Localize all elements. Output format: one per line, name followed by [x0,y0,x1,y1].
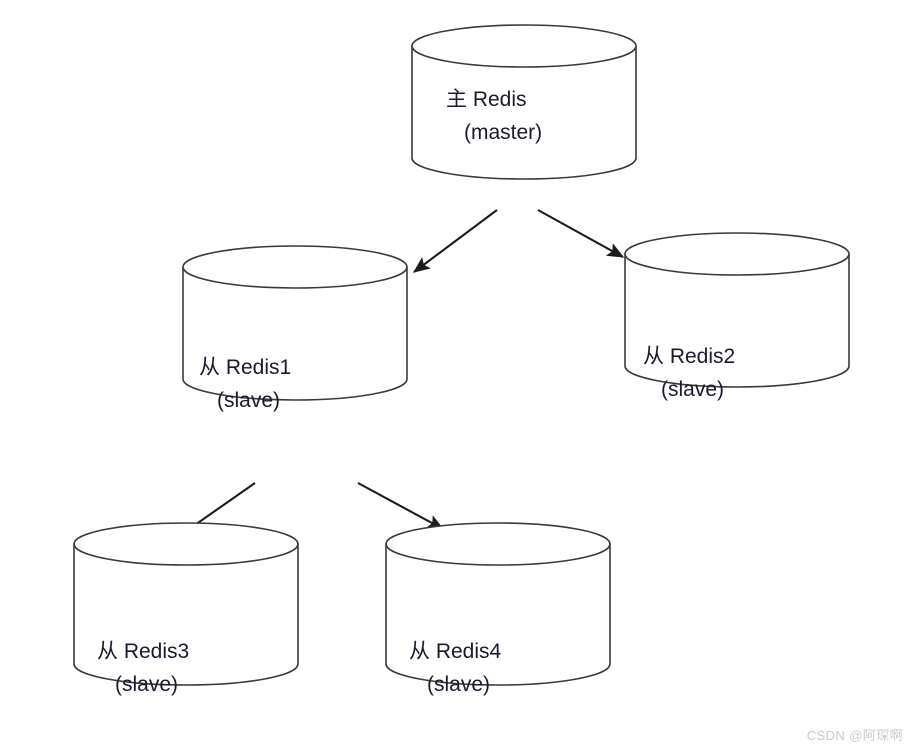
edge-line-slave1-to-slave4 [357,482,445,530]
cylinder-body-slave3 [73,543,299,686]
cylinder-body-slave4 [385,543,611,686]
cylinder-top-slave4 [385,522,611,566]
edge-slave1-to-slave4 [357,482,445,530]
cylinder-slave2 [624,232,850,388]
cylinder-slave1 [182,245,408,401]
cylinder-top-master [411,24,637,68]
csdn-watermark: CSDN @阿琛啊 [806,728,903,743]
cylinder-body-slave2 [624,253,850,388]
cylinder-slave3 [73,522,299,686]
edge-line-master-to-slave2 [537,209,625,258]
cylinder-body-master [411,45,637,180]
cylinder-body-slave1 [182,266,408,401]
edge-master-to-slave2 [537,209,625,258]
edge-master-to-slave1 [412,209,498,273]
cylinder-top-slave3 [73,522,299,566]
edge-line-master-to-slave1 [412,209,498,273]
nodes-layer [73,24,850,686]
cylinder-top-slave1 [182,245,408,289]
edges-layer [170,209,625,542]
cylinder-slave4 [385,522,611,686]
cylinder-top-slave2 [624,232,850,276]
cylinder-master [411,24,637,180]
